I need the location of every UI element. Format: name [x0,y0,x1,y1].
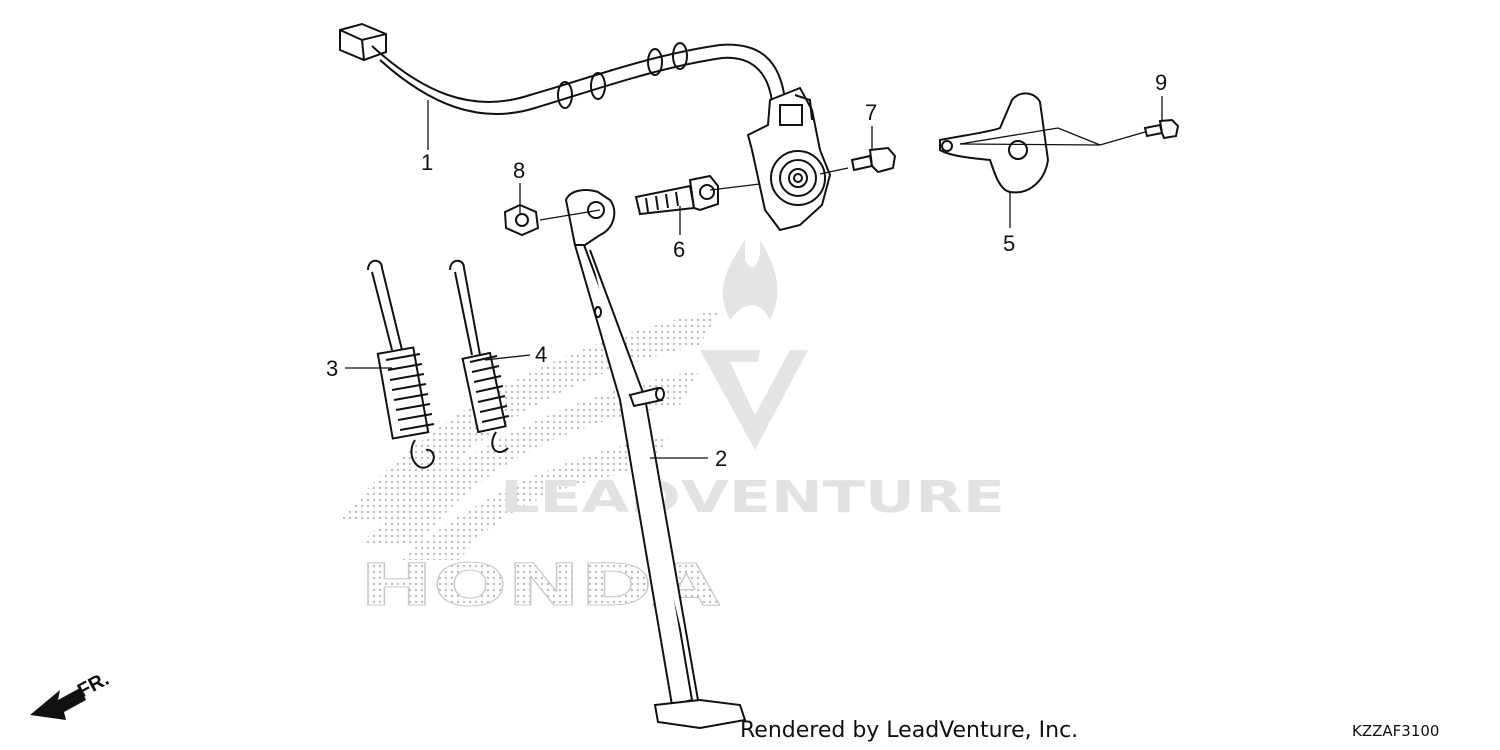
switch-bolt [850,146,897,174]
callout-4: 4 [535,342,547,367]
plate-bolt [1143,118,1180,140]
leader-lines [345,96,1163,459]
nut [503,203,540,237]
callout-8: 8 [513,158,525,183]
callout-3: 3 [326,356,338,381]
diagram-code: KZZAF3100 [1352,722,1440,740]
leadventure-watermark: LEADVENTURE [500,240,1005,523]
callout-labels: 1 2 3 4 5 6 7 8 9 [326,70,1167,471]
switch-plate [939,92,1050,194]
callout-7: 7 [865,100,877,125]
render-credit: Rendered by LeadVenture, Inc. [740,718,1079,743]
front-arrow-icon [30,688,86,720]
leadventure-wordmark: LEADVENTURE [500,472,1005,523]
spring-inner [449,259,510,453]
callout-9: 9 [1155,70,1167,95]
callout-1: 1 [421,150,433,175]
callout-2: 2 [715,446,727,471]
spring-outer [367,259,435,469]
front-direction-marker: FR. [30,668,113,720]
side-stand [564,189,747,730]
callout-6: 6 [673,237,685,262]
side-stand-bolt [634,174,719,216]
callout-5: 5 [1003,231,1015,256]
side-stand-switch-harness [339,22,832,232]
